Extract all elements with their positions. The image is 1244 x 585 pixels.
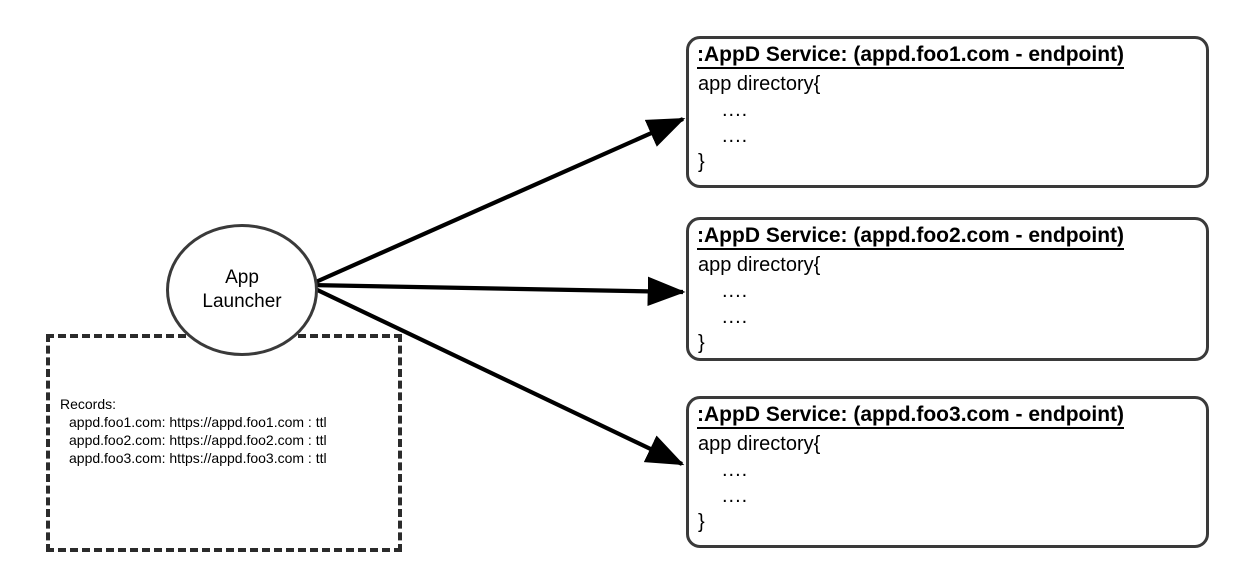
service-directory-open-1: app directory{ (698, 73, 821, 95)
service-directory-dots-2: .... (722, 306, 749, 328)
records-content: Records: appd.foo1.com: https://appd.foo… (60, 395, 406, 467)
record-entry: appd.foo1.com: https://appd.foo1.com : t… (69, 414, 327, 430)
service-directory-close-2: } (698, 332, 705, 354)
service-title-2: :AppD Service: (appd.foo2.com - endpoint… (697, 223, 1125, 250)
service-directory-open-2: app directory{ (698, 254, 821, 276)
service-directory-close-3: } (698, 511, 705, 533)
app-launcher-label-line1: App (225, 267, 259, 288)
connector-launcher-to-service-2 (308, 276, 686, 307)
app-launcher-label-line2: Launcher (202, 291, 282, 312)
records-region: Records: appd.foo1.com: https://appd.foo… (46, 334, 402, 552)
service-directory-dots-3: .... (722, 459, 749, 481)
service-body-1: app directory{ .... .... } (698, 71, 1206, 175)
service-directory-dots-2: .... (722, 280, 749, 302)
service-directory-open-3: app directory{ (698, 433, 821, 455)
service-title-1: :AppD Service: (appd.foo1.com - endpoint… (697, 42, 1125, 69)
service-node-3[interactable]: :AppD Service: (appd.foo3.com - endpoint… (686, 396, 1209, 548)
service-node-2[interactable]: :AppD Service: (appd.foo2.com - endpoint… (686, 217, 1209, 361)
service-body-2: app directory{ .... .... } (698, 252, 1206, 356)
service-directory-dots-3: .... (722, 485, 749, 507)
service-title-3: :AppD Service: (appd.foo3.com - endpoint… (697, 402, 1125, 429)
app-launcher-node[interactable]: App Launcher (166, 224, 318, 356)
service-directory-dots-1: .... (722, 99, 749, 121)
records-list: appd.foo1.com: https://appd.foo1.com : t… (60, 413, 406, 467)
records-heading: Records: (60, 396, 117, 412)
connector-launcher-to-service-1 (308, 117, 686, 287)
record-entry: appd.foo3.com: https://appd.foo3.com : t… (69, 450, 327, 466)
service-body-3: app directory{ .... .... } (698, 431, 1206, 535)
service-directory-dots-1: .... (722, 125, 749, 147)
service-node-1[interactable]: :AppD Service: (appd.foo1.com - endpoint… (686, 36, 1209, 188)
service-directory-close-1: } (698, 151, 705, 173)
record-entry: appd.foo2.com: https://appd.foo2.com : t… (69, 432, 327, 448)
